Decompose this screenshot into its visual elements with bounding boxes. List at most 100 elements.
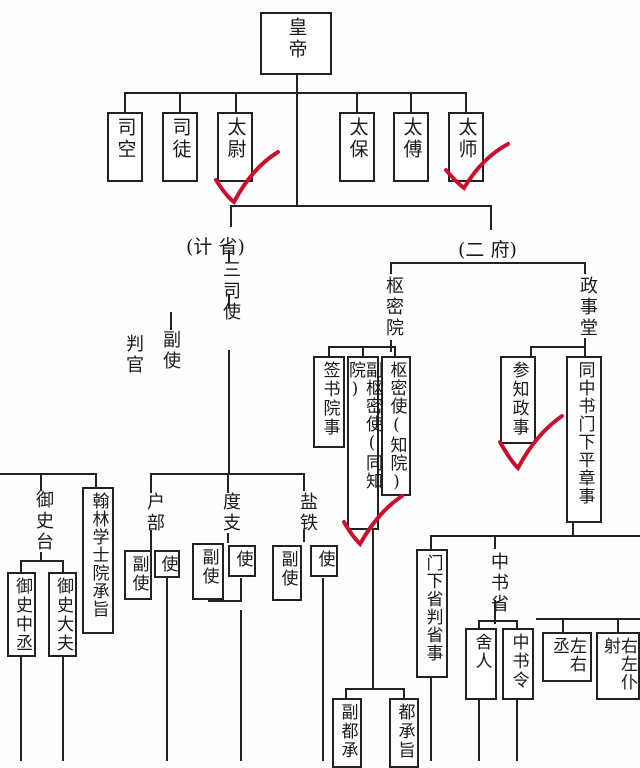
connector — [179, 92, 181, 112]
privy-official-box-1: 签书院事 — [313, 356, 345, 448]
connector — [62, 657, 64, 761]
connector — [227, 533, 229, 543]
connector — [356, 92, 358, 112]
secretariat-official-label: 右左仆射 — [600, 637, 637, 691]
hanlin-box: 翰林学士院承旨 — [82, 487, 114, 634]
connector — [208, 600, 242, 602]
lord-label: 太尉 — [224, 117, 247, 161]
censorate-label: 御史台 — [33, 490, 54, 553]
connector — [494, 535, 496, 549]
connector — [0, 473, 97, 475]
connector — [296, 75, 298, 93]
envoy-label: 使 — [232, 550, 253, 569]
connector — [516, 620, 518, 628]
chancellery-judge-label: 门下省判省事 — [422, 554, 443, 662]
chancellery-judge-box: 门下省判省事 — [416, 549, 448, 678]
duzhi-deputy-box: 副使 — [192, 543, 224, 600]
connector — [478, 620, 480, 628]
secretariat-box-sheren: 舍人 — [465, 628, 497, 700]
connector — [394, 346, 396, 356]
lord-box-taiwei: 太尉 — [217, 112, 253, 182]
emperor-label: 皇帝 — [285, 17, 308, 61]
duke-label: 太师 — [455, 117, 478, 161]
connector — [536, 618, 640, 620]
connector — [572, 523, 574, 537]
secretariat-official-label: 中书令 — [508, 633, 529, 690]
connector — [20, 560, 64, 562]
connector — [345, 688, 347, 698]
checkmark-icon — [342, 494, 404, 548]
emperor-box: 皇帝 — [260, 12, 332, 75]
connector — [240, 610, 242, 761]
privy-official-box-3: 枢密使(知院) — [381, 356, 411, 496]
connector — [235, 92, 237, 112]
connector — [166, 578, 168, 761]
hubu-envoy-box: 使 — [154, 550, 180, 578]
connector — [390, 262, 586, 264]
checkmark-icon — [444, 142, 510, 191]
duke-label: 太保 — [346, 117, 369, 161]
duke-box-taifu: 太傅 — [393, 112, 429, 182]
hanlin-label: 翰林学士院承旨 — [88, 492, 109, 618]
connector — [584, 346, 586, 356]
connector — [516, 700, 518, 761]
checkmark-icon — [498, 414, 564, 472]
finance-chief-1: 三司使 — [220, 260, 241, 323]
connector — [228, 350, 230, 473]
connector — [530, 346, 532, 356]
connector — [227, 473, 229, 493]
duke-label: 太傅 — [400, 117, 423, 161]
connector — [478, 700, 480, 761]
dept-label-yantie: 盐铁 — [297, 492, 318, 534]
political-official-label: 参知政事 — [508, 361, 529, 437]
envoy-label: 使 — [157, 555, 178, 574]
finance-header: (计 省) — [186, 236, 245, 258]
connector — [124, 92, 466, 94]
lord-label: 司空 — [114, 117, 137, 161]
connector — [494, 600, 496, 624]
connector — [430, 535, 640, 537]
envoy-label: 使 — [314, 550, 335, 569]
connector — [430, 678, 432, 761]
finance-deputy: 副使 — [160, 330, 181, 372]
political-official-box-2: 同中书门下平章事 — [566, 356, 602, 523]
connector — [240, 578, 242, 602]
connector — [95, 473, 97, 487]
yantie-envoy-box: 使 — [310, 545, 338, 577]
dept-label-duzhi: 度支 — [220, 492, 241, 534]
finance-judge: 判官 — [123, 334, 144, 376]
political-official-label: 同中书门下平章事 — [574, 361, 595, 505]
deputy-label: 副使 — [198, 548, 219, 586]
privy-official-box-2: 副枢密使(同知院) — [345, 356, 382, 530]
privy-sub-box-1: 副都承 — [332, 698, 362, 768]
privy-sub-label: 都承旨 — [394, 703, 415, 760]
connector — [362, 346, 364, 356]
duke-box-taibao: 太保 — [339, 112, 375, 182]
dept-label-hubu: 户部 — [144, 492, 165, 534]
connector — [530, 346, 586, 348]
privy-council-label: 枢密院 — [383, 276, 404, 339]
censor-box-dafu: 御史大夫 — [48, 572, 77, 657]
connector — [20, 657, 22, 761]
connector — [228, 295, 230, 309]
connector — [328, 346, 330, 356]
connector — [230, 205, 232, 227]
secretariat-label: 中书省 — [488, 552, 509, 615]
checkmark-icon — [214, 150, 280, 206]
connector — [322, 578, 324, 761]
secretariat-box-zhongshuling: 中书令 — [502, 628, 534, 700]
secretariat-box-zuoyoucheng: 左右丞 — [542, 632, 592, 682]
connector — [562, 618, 564, 632]
connector — [372, 530, 374, 690]
lord-box-sikong: 司空 — [107, 112, 143, 182]
privy-official-label: 副枢密使(同知院) — [345, 361, 382, 490]
connector — [40, 473, 42, 491]
privy-official-label: 签书院事 — [319, 361, 340, 437]
connector — [150, 473, 152, 493]
privy-sub-box-2: 都承旨 — [389, 698, 419, 768]
connector — [170, 312, 172, 330]
connector — [20, 560, 22, 572]
connector — [584, 338, 586, 348]
connector — [617, 618, 619, 632]
